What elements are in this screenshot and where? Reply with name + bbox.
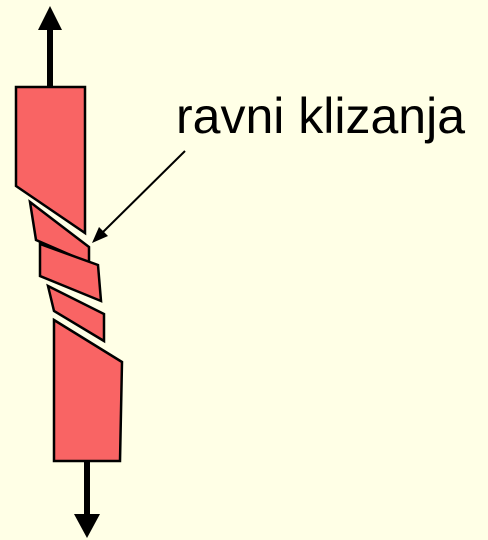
specimen-lower-part xyxy=(52,317,124,463)
arrow-down-icon xyxy=(74,514,100,538)
pointer-arrow xyxy=(92,150,186,243)
slip-band xyxy=(38,242,103,303)
bottom-tension-arrow xyxy=(74,462,100,538)
arrow-up-icon xyxy=(38,6,62,30)
slip-planes-label: ravni klizanja xyxy=(176,88,466,144)
pointer-arrow-shaft xyxy=(101,150,186,234)
specimen xyxy=(14,85,124,463)
top-tension-arrow xyxy=(38,6,62,88)
pointer-arrow-icon xyxy=(92,227,108,243)
slip-band xyxy=(46,283,106,344)
specimen-upper-part xyxy=(14,85,87,236)
